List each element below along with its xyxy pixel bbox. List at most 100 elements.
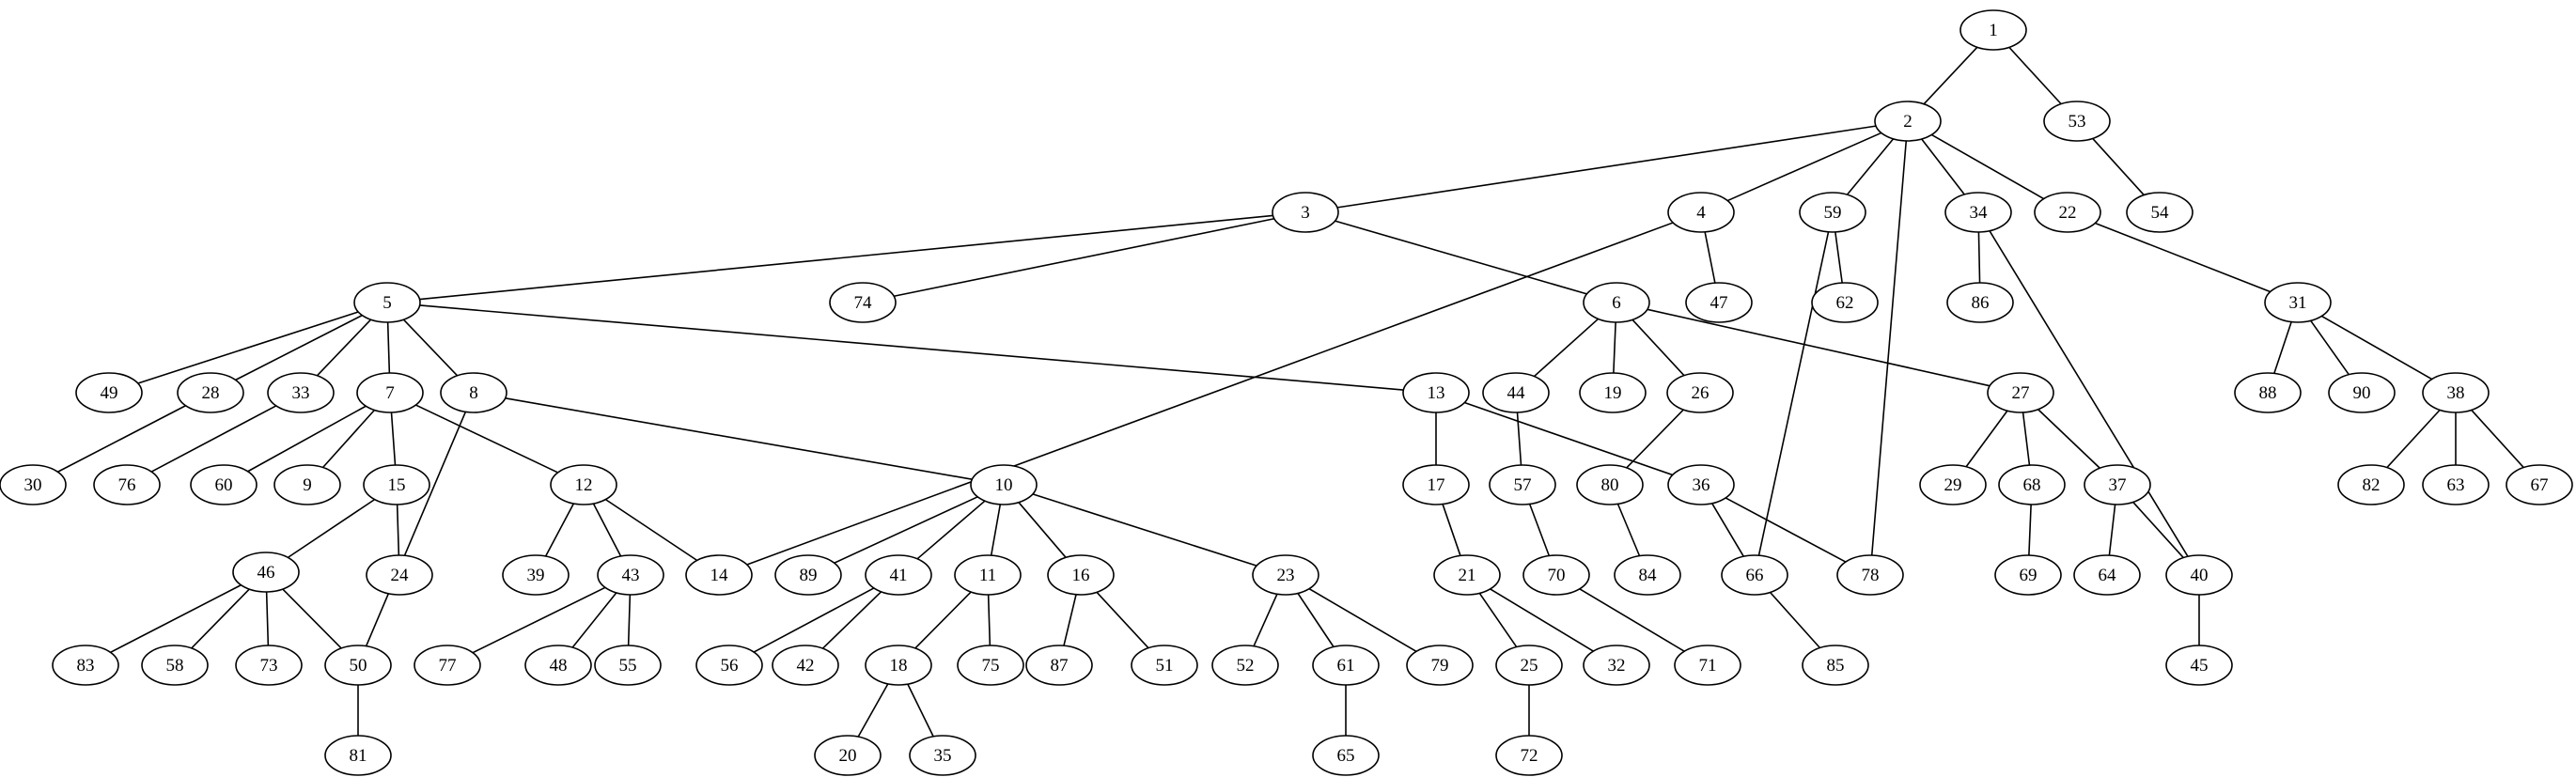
node-ellipse [2234,372,2302,413]
node-label: 58 [166,656,184,676]
edge-10-23 [1032,493,1257,567]
node-label: 63 [2447,475,2465,495]
node-63: 63 [2422,464,2490,505]
node-76: 76 [93,464,161,505]
node-ellipse [550,464,617,505]
edge-3-6 [1335,220,1587,295]
node-label: 23 [1277,566,1295,585]
edge-36-78 [1725,497,1847,563]
edge-6-27 [1647,308,1991,387]
edge-4-47 [1704,231,1716,284]
node-73: 73 [235,645,303,686]
node-label: 51 [1156,656,1174,676]
edge-31-90 [2310,319,2350,376]
node-ellipse [1583,645,1650,686]
node-ellipse [829,282,897,323]
node-ellipse [0,464,67,505]
edge-10-11 [990,504,1002,556]
node-label: 88 [2259,383,2277,403]
node-55: 55 [594,645,662,686]
node-ellipse [1987,372,2054,413]
node-ellipse [1666,372,1734,413]
node-ellipse [1874,101,1942,142]
node-label: 14 [710,566,729,585]
node-label: 30 [24,475,42,495]
node-label: 4 [1696,203,1706,223]
node-82: 82 [2337,464,2405,505]
node-ellipse [1685,282,1753,323]
node-label: 1 [1989,21,1998,40]
node-ellipse [970,464,1038,505]
node-label: 47 [1710,293,1728,313]
edge-10-89 [834,496,978,564]
node-label: 87 [1051,656,1069,676]
node-9: 9 [273,464,341,505]
edge-59-66 [1757,231,1830,556]
node-ellipse [267,372,335,413]
node-87: 87 [1025,645,1093,686]
node-ellipse [1946,282,2014,323]
edge-12-14 [604,498,698,562]
node-ellipse [1489,464,1556,505]
edge-22-31 [2095,222,2271,293]
node-ellipse [1211,645,1279,686]
node-label: 43 [622,566,640,585]
node-label: 53 [2069,112,2086,132]
node-77: 77 [414,645,481,686]
node-37: 37 [2084,464,2151,505]
node-80: 80 [1576,464,1644,505]
edge-33-76 [150,405,277,473]
node-34: 34 [1944,192,2012,233]
edge-38-82 [2386,409,2441,469]
node-label: 54 [2151,203,2170,223]
node-label: 90 [2353,383,2371,403]
node-ellipse [324,735,392,776]
node-57: 57 [1489,464,1556,505]
node-3: 3 [1272,192,1339,233]
node-ellipse [177,372,244,413]
node-label: 34 [1970,203,1989,223]
edge-43-77 [472,586,606,654]
node-22: 22 [2034,192,2101,233]
node-ellipse [1667,192,1735,233]
node-31: 31 [2264,282,2332,323]
node-ellipse [232,552,300,593]
node-ellipse [502,554,570,596]
node-ellipse [2034,192,2101,233]
node-ellipse [440,372,507,413]
node-label: 89 [800,566,818,585]
node-28: 28 [177,372,244,413]
node-44: 44 [1482,372,1550,413]
node-ellipse [1944,192,2012,233]
node-ellipse [2165,645,2233,686]
node-label: 11 [979,566,996,585]
node-ellipse [865,645,932,686]
node-ellipse [190,464,258,505]
node-ellipse [1811,282,1879,323]
edge-43-55 [627,594,632,646]
node-label: 21 [1459,566,1476,585]
node-33: 33 [267,372,335,413]
node-label: 74 [854,293,873,313]
node-ellipse [1402,372,1470,413]
node-27: 27 [1987,372,2054,413]
node-label: 86 [1972,293,1990,313]
edge-15-46 [287,498,376,559]
node-ellipse [1836,554,1904,596]
node-ellipse [52,645,119,686]
node-ellipse [1674,645,1741,686]
node-ellipse [2422,464,2490,505]
node-83: 83 [52,645,119,686]
node-ellipse [93,464,161,505]
node-ellipse [2328,372,2396,413]
edge-27-37 [2037,409,2100,469]
node-32: 32 [1583,645,1650,686]
node-label: 66 [1746,566,1764,585]
node-86: 86 [1946,282,2014,323]
edge-11-18 [914,591,972,649]
node-label: 35 [934,746,952,766]
node-label: 75 [982,656,1000,676]
node-71: 71 [1674,645,1741,686]
node-ellipse [957,645,1024,686]
node-label: 81 [350,746,367,766]
